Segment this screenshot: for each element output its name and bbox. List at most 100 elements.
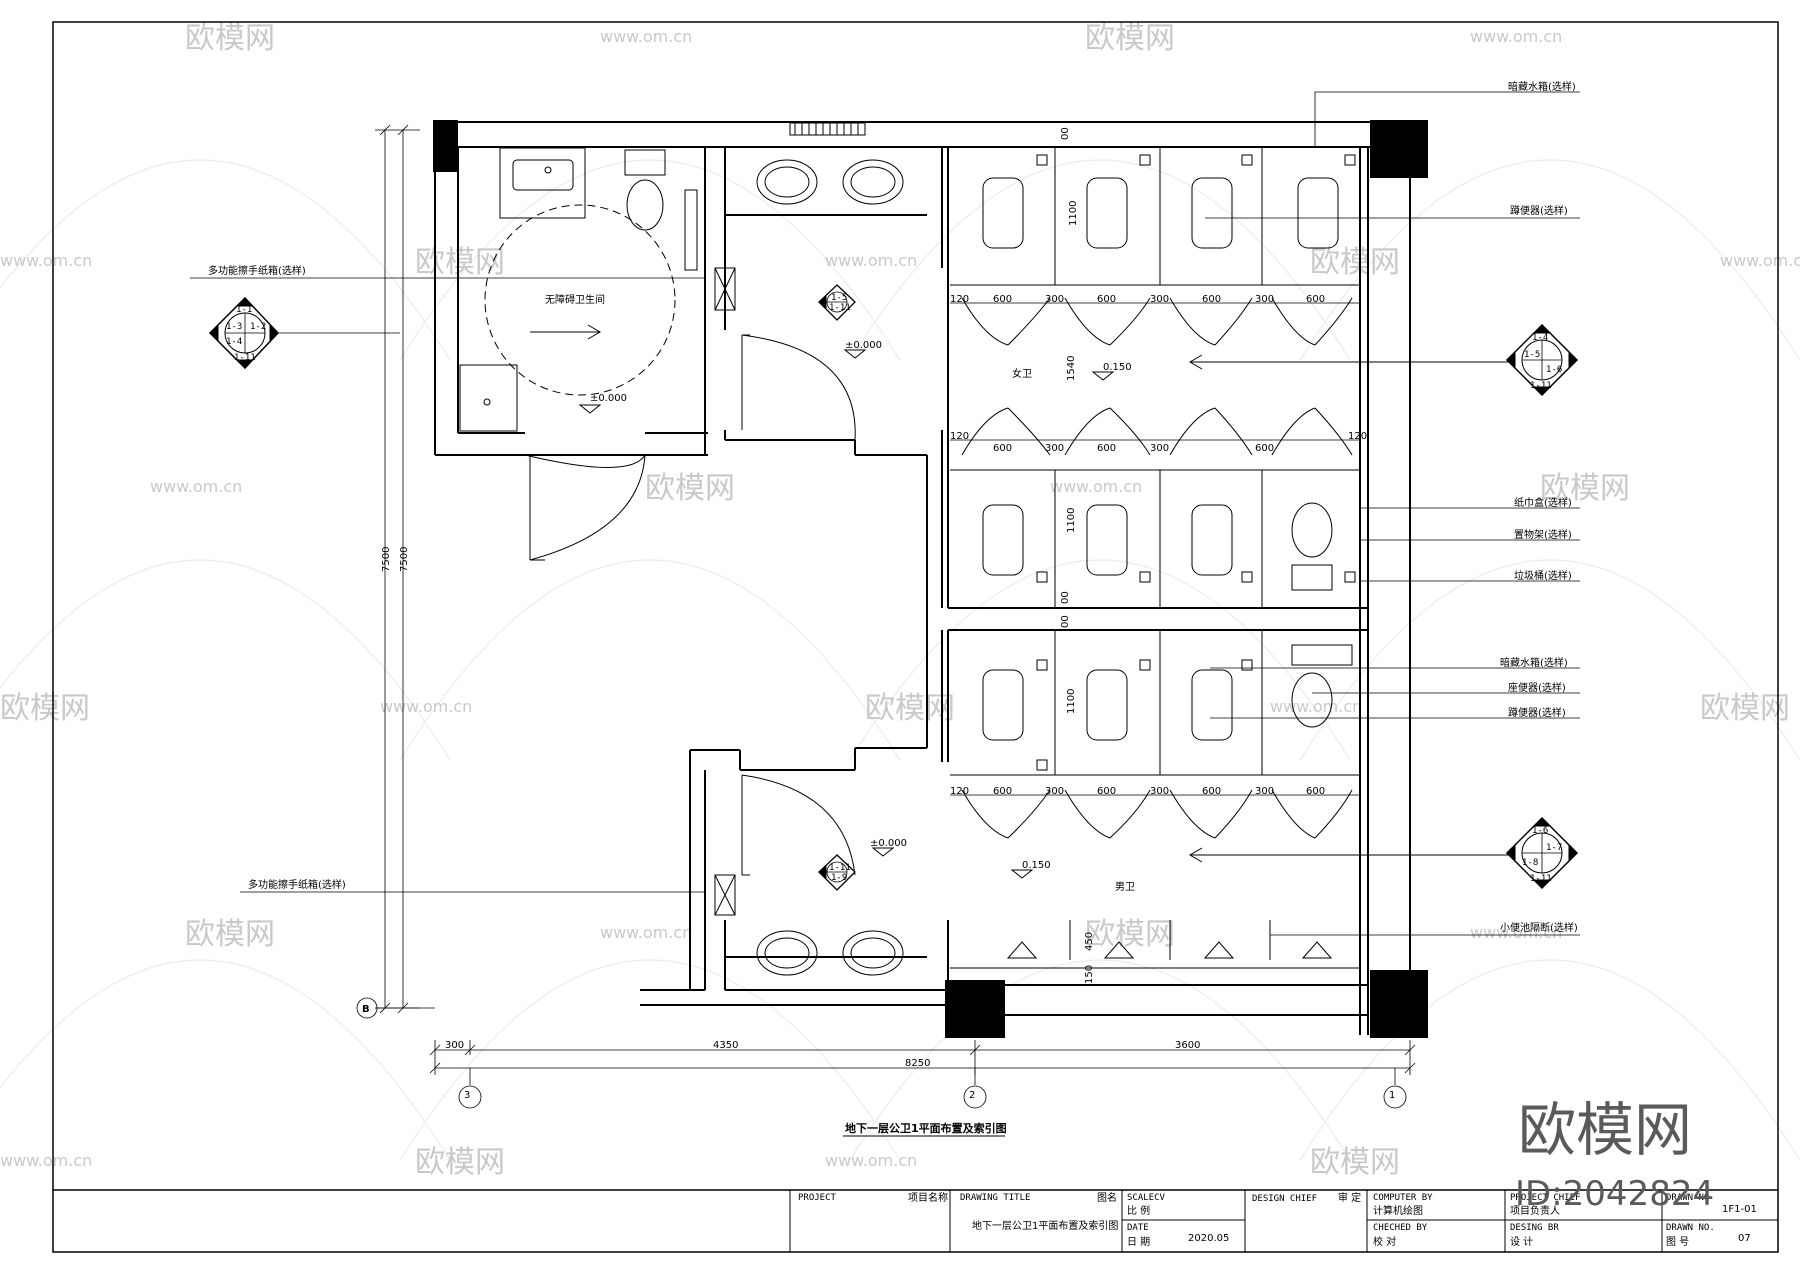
female-stalls [950,148,1510,608]
watermark-brand: 欧模网 [185,917,275,952]
index-label: 1-11 [234,353,256,363]
watermark-url: www.om.cn [0,251,92,270]
callout-hidden-tank-top: 暗藏水箱(选样) [1508,80,1576,93]
north-window [789,122,866,136]
tb-drawn-no-value: 1F1-01 [1722,1204,1757,1215]
tb-project-chief-en: PROJECT CHIEF [1510,1193,1580,1203]
tb-design-chief-en: DESIGN CHIEF [1252,1194,1317,1204]
walls [434,121,1428,1035]
male-stalls [950,630,1510,969]
watermark-brand: 欧模网 [865,691,955,726]
dim-text: 600 [993,443,1012,454]
tb-drawing-title-cn: 图名 [1097,1191,1117,1204]
overall-dims [356,124,1416,1109]
dim-text: 600 [1255,443,1274,454]
tb-scale-cn: 比 例 [1127,1204,1150,1217]
dim-text: 600 [1306,786,1325,797]
index-symbol-corr-bottom [818,854,856,891]
watermark-brand: 欧模网 [415,1145,505,1180]
watermark-url: www.om.cn [825,1151,917,1170]
dim-bottom-3600: 3600 [1175,1040,1200,1051]
watermark-brand: 欧模网 [1700,691,1790,726]
dim-text: 00 [1060,615,1071,628]
male-room-label: 男卫 [1115,881,1135,893]
index-label: 1-11 [1530,381,1552,391]
dim-text: 1100 [1066,689,1077,714]
index-label: 1-11 [829,303,851,313]
tb-sheet-no-value: 07 [1738,1233,1751,1244]
tb-scale-en: SCALECV [1127,1193,1166,1203]
index-symbol-left [208,296,400,370]
callout-hidden-tank-mid: 暗藏水箱(选样) [1500,656,1568,669]
watermark-url: www.om.cn [600,27,692,46]
index-label: 1-5 [831,293,847,303]
index-label: 1-7 [1546,843,1562,853]
male-level: 0.150 [1022,860,1051,871]
accessible-room-label: 无障碍卫生间 [545,293,605,306]
watermark-url: www.om.cn [1720,251,1800,270]
drawing-title: 地下一层公卫1平面布置及索引图 [845,1121,1007,1135]
corridor-bottom-level: ±0.000 [870,838,907,849]
dim-text: 00 [1060,591,1071,604]
dim-text: 600 [1202,786,1221,797]
structural-columns [433,120,1428,1038]
callout-shelf: 置物架(选样) [1514,528,1572,541]
watermark-url: www.om.cn [825,251,917,270]
tb-project-chief-cn: 项目负责人 [1510,1204,1560,1217]
callout-hand-towel-bottom: 多功能擦手纸箱(选样) [248,878,346,891]
dim-text: 120 [950,431,969,442]
tb-design-by-en: DESING BR [1510,1223,1559,1233]
accessible-level: ±0.000 [590,393,627,404]
dim-text: 600 [1097,294,1116,305]
dim-text: 1100 [1068,201,1079,226]
tb-project-cn: 项目名称 [908,1191,948,1204]
tb-sheet-no-en: DRAWN NO. [1666,1223,1715,1233]
corridor-top-level: ±0.000 [845,340,882,351]
callout-leaders [190,91,1580,936]
dim-text: 600 [1306,294,1325,305]
watermark-url: www.om.cn [380,697,472,716]
dim-text: 600 [993,786,1012,797]
dim-bottom-300: 300 [445,1040,464,1051]
dim-text: 1540 [1066,356,1077,381]
watermark-url: www.om.cn [1470,923,1562,942]
callout-urinal-partition: 小便池隔断(选样) [1500,921,1578,934]
dim-bottom-8250: 8250 [905,1058,930,1069]
tb-design-chief-cn: 审 定 [1338,1191,1361,1204]
dim-bottom-4350: 4350 [713,1040,738,1051]
watermark-brand: 欧模网 [0,691,90,726]
dim-text: 1100 [1066,508,1077,533]
index-label: 1-6 [1546,365,1562,375]
callout-seat-toilet: 座便器(选样) [1508,681,1566,694]
index-label: 1-1 [236,305,252,315]
index-label: 1-2 [250,322,266,332]
index-label: 1-11 [1530,874,1552,884]
sheet-border [52,21,1779,1253]
watermark-url: www.om.cn [1270,697,1362,716]
tb-date-value: 2020.05 [1188,1233,1229,1244]
callout-squat-toilet-mid: 蹲便器(选样) [1508,706,1566,719]
watermark-url: www.om.cn [1050,477,1142,496]
axis-col2: 2 [969,1090,975,1101]
index-label: 1-3 [226,322,242,332]
watermark-url: www.om.cn [0,1151,92,1170]
dim-text: 450 [1084,932,1095,951]
axis-col1: 3 [464,1090,470,1101]
watermark-brand: 欧模网 [185,21,275,56]
dim-text: 150 [1084,965,1095,984]
index-symbol-corr-top [818,284,856,321]
tb-date-en: DATE [1127,1223,1149,1233]
female-level: 0.150 [1103,362,1132,373]
index-label: 1-4 [226,337,242,347]
dim-text: 00 [1060,127,1071,140]
watermark-brand: 欧模网 [1310,1145,1400,1180]
callout-hand-towel-top: 多功能擦手纸箱(选样) [208,264,306,277]
callout-squat-toilet-top: 蹲便器(选样) [1510,204,1568,217]
tb-design-by-cn: 设 计 [1510,1235,1533,1248]
tb-checked-by-en: CHECHED BY [1373,1223,1428,1233]
index-label: 1-6 [1532,826,1548,836]
index-label: 1-9 [831,873,847,883]
dim-text: 600 [1202,294,1221,305]
tb-drawing-title-value: 地下一层公卫1平面布置及索引图 [972,1219,1118,1232]
dim-text: 300 [1150,294,1169,305]
